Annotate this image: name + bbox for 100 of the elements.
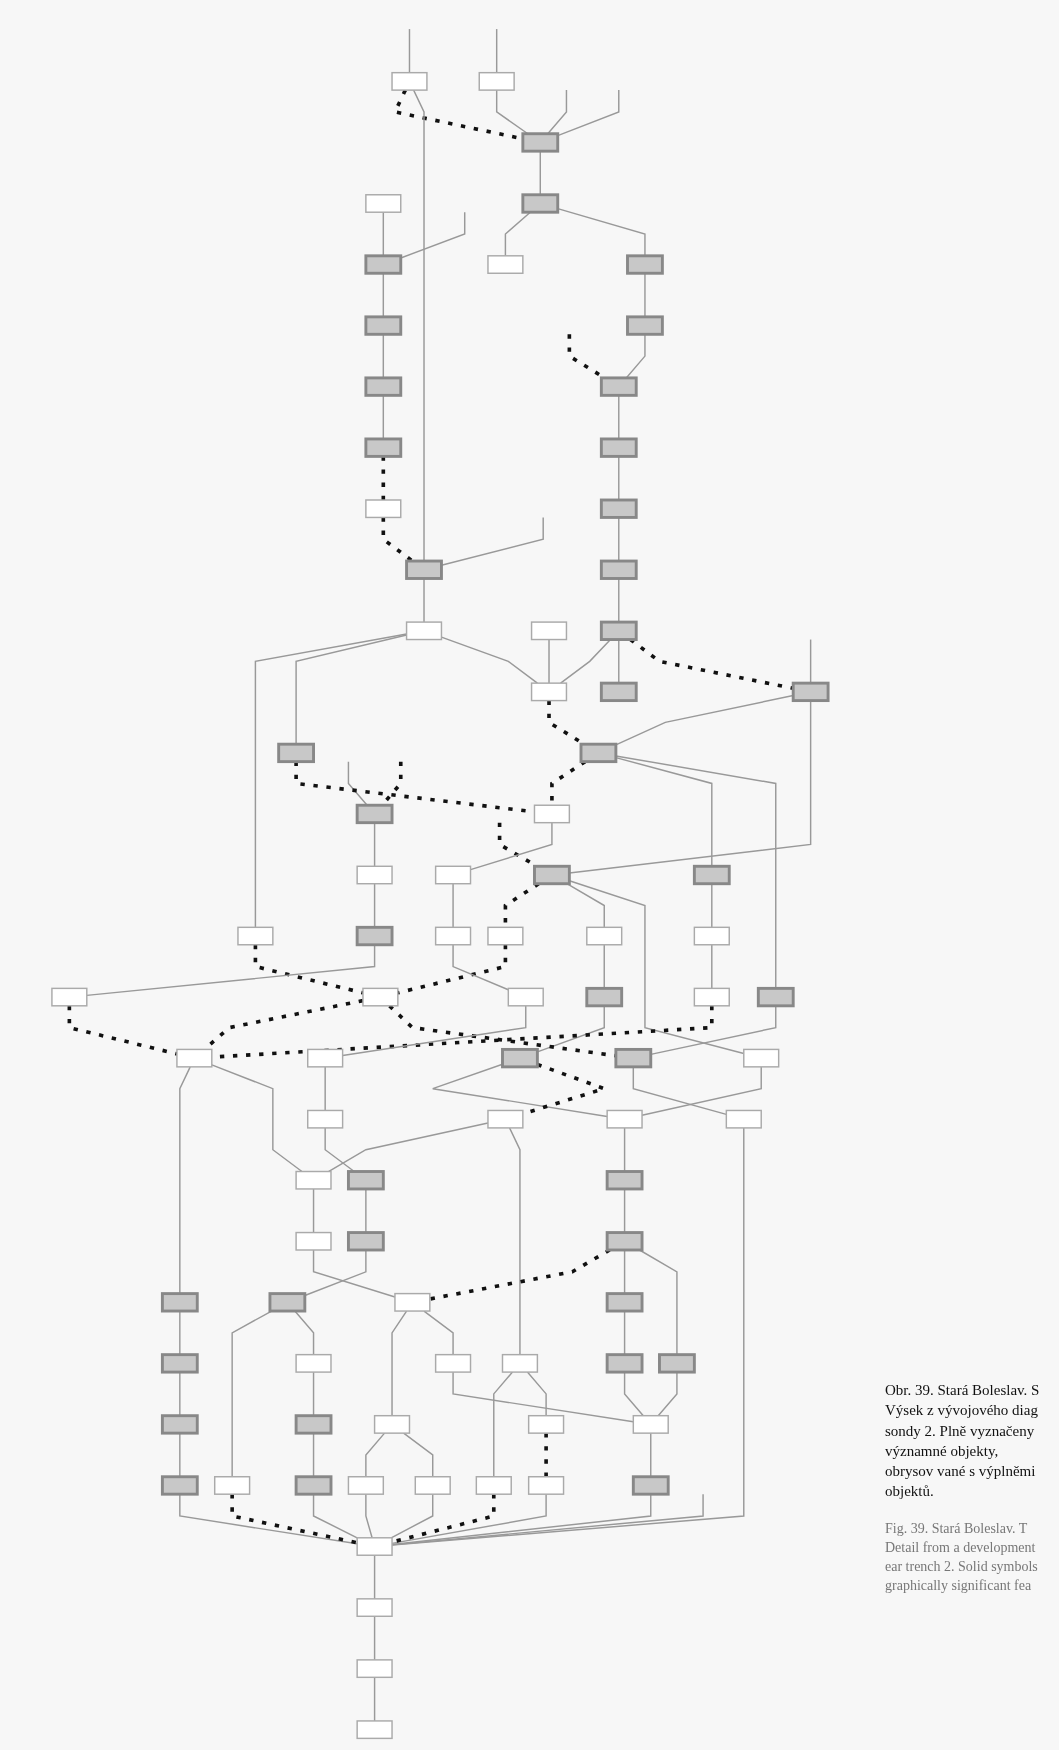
context-box — [414, 1476, 451, 1495]
context-box — [527, 1476, 565, 1495]
context-box — [527, 1414, 565, 1434]
figure-caption: Obr. 39. Stará Boleslav. S Výsek z vývojového diag sondy 2. Plně vyznačeny významné objekty, obrysov vané s výplněmi objektů. — [885, 1381, 1041, 1502]
context-box — [405, 559, 443, 580]
context-box — [606, 1109, 643, 1129]
context-box — [268, 1292, 307, 1313]
connector — [347, 760, 368, 806]
context-box — [356, 865, 393, 885]
connector — [711, 944, 713, 990]
context-box — [365, 194, 402, 213]
connector — [365, 1493, 373, 1539]
context-box — [434, 926, 472, 946]
context-box — [692, 864, 731, 886]
context-box — [160, 1475, 199, 1496]
context-box — [658, 1353, 696, 1374]
context-box — [294, 1414, 333, 1435]
context-box — [521, 193, 560, 214]
context-box — [756, 986, 795, 1008]
connector — [391, 1493, 704, 1546]
context-box — [307, 1048, 344, 1068]
context-box — [364, 254, 403, 275]
context-box — [346, 1231, 385, 1252]
context-box — [533, 804, 571, 824]
context-box — [599, 376, 638, 397]
context-box — [373, 1414, 411, 1434]
connector — [429, 1248, 611, 1301]
context-box — [501, 1353, 539, 1373]
connector — [381, 456, 386, 500]
context-box — [294, 1475, 333, 1496]
context-box — [521, 132, 560, 153]
context-box — [365, 499, 402, 519]
context-box — [475, 1476, 512, 1495]
connector — [711, 883, 713, 929]
context-box — [725, 1109, 762, 1129]
context-box — [434, 1353, 472, 1373]
connector — [508, 1127, 521, 1356]
context-box — [605, 1292, 644, 1313]
connector — [557, 89, 620, 137]
context-box — [599, 498, 638, 519]
connector — [373, 1615, 376, 1661]
connector — [373, 1676, 376, 1722]
context-box — [160, 1292, 199, 1313]
context-box — [237, 926, 274, 946]
context-box — [585, 986, 624, 1008]
context-box — [214, 1476, 251, 1495]
connector — [365, 1432, 386, 1478]
context-box — [356, 1537, 393, 1556]
context-box — [355, 803, 394, 825]
context-box — [347, 1476, 385, 1495]
context-box — [277, 742, 315, 764]
connector — [324, 1066, 326, 1112]
connector — [615, 694, 794, 746]
context-box — [791, 681, 830, 703]
context-box — [614, 1047, 653, 1069]
context-box — [530, 682, 568, 702]
connector — [391, 1310, 408, 1417]
context-box — [599, 437, 638, 458]
connector — [230, 1494, 358, 1545]
connector — [312, 1188, 315, 1234]
connector — [548, 638, 550, 684]
english-caption: Fig. 39. Stará Boleslav. T Detail from a development ear trench 2. Solid symbols graphically significant fea — [885, 1520, 1039, 1595]
connector — [391, 1127, 745, 1546]
context-box — [487, 255, 524, 274]
context-box — [605, 1353, 644, 1374]
connector — [526, 1371, 547, 1417]
connector — [408, 28, 411, 74]
connector — [423, 1310, 454, 1356]
context-box — [626, 254, 664, 275]
context-box — [51, 987, 88, 1007]
context-box — [405, 621, 443, 641]
connector — [373, 1554, 376, 1600]
context-box — [693, 987, 730, 1007]
connector — [650, 1005, 777, 1056]
connector — [493, 1371, 514, 1478]
context-box — [579, 742, 618, 764]
context-box — [364, 315, 403, 336]
context-box — [478, 71, 515, 91]
context-box — [487, 1109, 524, 1129]
context-box — [346, 1170, 385, 1191]
context-box — [599, 620, 638, 641]
context-box — [160, 1353, 199, 1374]
context-box — [533, 864, 571, 886]
context-box — [501, 1047, 539, 1069]
context-box — [487, 926, 524, 946]
context-box — [605, 1170, 644, 1191]
connector — [231, 1310, 273, 1478]
connector — [179, 1493, 358, 1545]
connector — [412, 89, 425, 562]
connector — [211, 1064, 303, 1173]
connector — [402, 1432, 434, 1478]
context-box — [364, 376, 403, 397]
connector — [391, 1493, 547, 1545]
context-box — [362, 987, 399, 1007]
connector — [544, 1433, 548, 1477]
context-box — [626, 315, 664, 336]
connector — [432, 1063, 608, 1118]
context-box — [599, 681, 638, 703]
connector — [391, 1494, 496, 1544]
connector — [615, 755, 777, 990]
